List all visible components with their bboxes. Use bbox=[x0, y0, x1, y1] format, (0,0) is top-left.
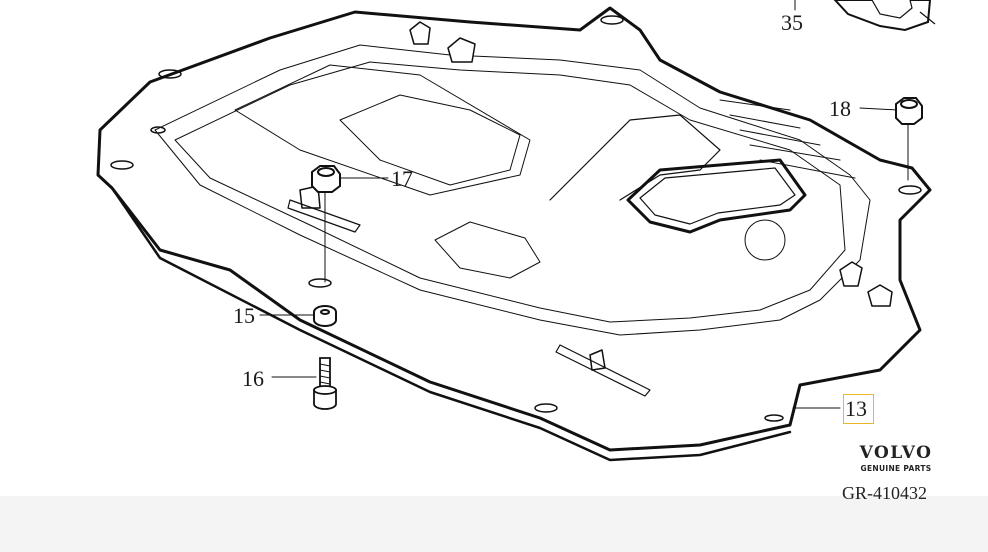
nut-17 bbox=[311, 165, 341, 193]
panel-tabs bbox=[299, 21, 893, 371]
callout-17: 17 bbox=[391, 166, 413, 191]
callout-13-highlighted[interactable]: 13 bbox=[843, 394, 874, 424]
channel-right bbox=[555, 344, 651, 397]
recess-center bbox=[339, 94, 521, 186]
vent-opening bbox=[626, 158, 807, 234]
channel-left bbox=[287, 199, 361, 233]
recess-left bbox=[234, 64, 531, 196]
recess-small bbox=[434, 221, 541, 279]
footer-shade bbox=[0, 496, 988, 552]
part-35-fragment bbox=[833, 0, 936, 32]
brand-name: VOLVO bbox=[859, 443, 933, 463]
nut-18 bbox=[895, 97, 923, 125]
volvo-logo: VOLVO GENUINE PARTS bbox=[846, 443, 946, 473]
leader-lines bbox=[259, 0, 909, 409]
panel-inner-ridge-2 bbox=[174, 61, 846, 323]
callout-15: 15 bbox=[233, 303, 255, 328]
vent-inner bbox=[639, 167, 796, 225]
panel-outline bbox=[96, 6, 932, 452]
bolt-16 bbox=[313, 357, 337, 410]
callout-18: 18 bbox=[829, 96, 851, 121]
callout-16: 16 bbox=[242, 366, 264, 391]
panel-lower-edge bbox=[110, 186, 792, 462]
callout-35: 35 bbox=[781, 10, 803, 35]
round-boss bbox=[744, 219, 786, 261]
brand-tagline: GENUINE PARTS bbox=[860, 464, 932, 473]
reference-code: GR-410432 bbox=[842, 483, 927, 503]
right-ribs bbox=[719, 99, 856, 179]
washer-15 bbox=[313, 305, 337, 327]
duct-hump bbox=[549, 114, 721, 201]
mount-slots bbox=[110, 15, 922, 422]
